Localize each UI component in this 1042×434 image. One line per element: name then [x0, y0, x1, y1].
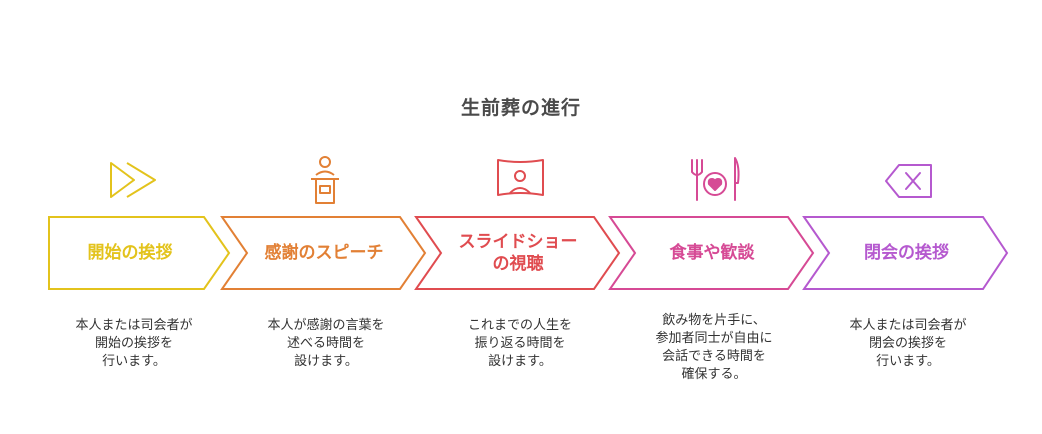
dining-icon: [691, 157, 740, 201]
step-1-label: 開始の挨拶: [55, 217, 205, 289]
step-2-label: 感謝のスピーチ: [245, 217, 403, 289]
step-4: [608, 157, 815, 290]
step-3-label: スライドショー の視聴: [440, 217, 596, 289]
step-3-chevron: [414, 216, 621, 290]
step-3-label-text: スライドショー の視聴: [458, 232, 578, 274]
step-5-description: 本人または司会者が 閉会の挨拶を 行います。: [849, 318, 967, 369]
step-4-chevron: [608, 216, 815, 290]
step-4-description: 飲み物を片手に、 参加者同士が自由に 会話できる時間を 確保する。: [655, 313, 773, 382]
step-5-label: 閉会の挨拶: [828, 217, 985, 289]
step-1-description: 本人または司会者が 開始の挨拶を 行います。: [75, 318, 193, 369]
step-5-chevron: [802, 216, 1009, 290]
close-backspace-icon: [885, 164, 932, 198]
step-1: [48, 162, 231, 290]
step-5-label-text: 閉会の挨拶: [864, 243, 949, 263]
step-1-chevron: [48, 216, 231, 290]
step-3-description: これまでの人生を 振り返る時間を 設けます。: [467, 318, 572, 369]
step-3: [414, 159, 621, 290]
step-5: [802, 164, 1009, 290]
speaker-podium-icon: [311, 156, 339, 204]
step-1-label-text: 開始の挨拶: [87, 243, 173, 263]
slideshow-screen-icon: [497, 159, 544, 196]
step-2-description: 本人が感謝の言葉を 述べる時間を 設けます。: [267, 318, 385, 369]
fast-forward-icon: [110, 162, 156, 198]
diagram-title: 生前葬の進行: [460, 97, 581, 119]
step-2: [220, 156, 427, 290]
step-2-label-text: 感謝のスピーチ: [264, 243, 384, 263]
step-2-chevron: [220, 216, 427, 290]
step-4-label-text: 食事や歓談: [669, 243, 755, 263]
step-4-label: 食事や歓談: [634, 217, 790, 289]
